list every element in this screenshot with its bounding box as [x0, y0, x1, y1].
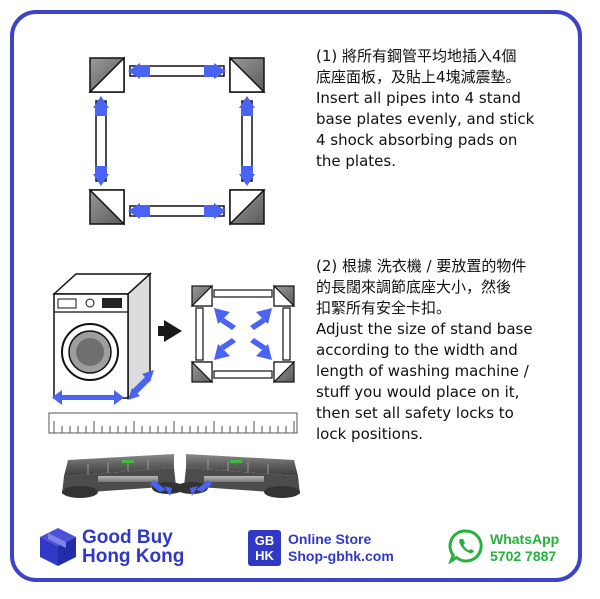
ruler-illustration [48, 412, 298, 434]
brand-name-line-1: Good Buy [82, 527, 173, 548]
step-1-line: 4 shock absorbing pads on [316, 131, 518, 149]
badge-top-text: GB [254, 533, 275, 548]
step-2-line: stuff you would place on it, [316, 383, 520, 401]
gbhk-box-logo-icon [40, 528, 76, 566]
washing-machine-illustration [52, 272, 154, 405]
step-2-line: length of washing machine / [316, 362, 529, 380]
right-arrow-icon [164, 320, 182, 342]
brand-name-line-2: Hong Kong [82, 546, 185, 567]
whatsapp-label: WhatsApp [490, 531, 560, 547]
whatsapp-icon[interactable] [448, 528, 484, 564]
step-2-line: according to the width and [316, 341, 518, 359]
step-2-line: 的長闊來調節底座大小，然後 [316, 278, 512, 296]
right-arrow-shaft [158, 326, 166, 336]
step-1-instructions: (1) 將所有鋼管平均地插入4個 底座面板，及貼上4塊減震墊。 Insert a… [316, 46, 534, 172]
badge-bottom-text: HK [255, 548, 274, 563]
gbhk-badge-icon: GB HK [248, 530, 281, 566]
step-2-line: then set all safety locks to [316, 404, 514, 422]
step-1-line: Insert all pipes into 4 stand [316, 89, 521, 107]
step-1-line: the plates. [316, 152, 396, 170]
assembly-diagram-square [88, 56, 266, 226]
step-2-instructions: (2) 根據 洗衣機 / 要放置的物件 的長闊來調節底座大小，然後 扣緊所有安全… [316, 256, 533, 445]
whatsapp-number[interactable]: 5702 7887 [490, 548, 557, 564]
step-2-line: (2) 根據 洗衣機 / 要放置的物件 [316, 257, 527, 275]
step-2-line: Adjust the size of stand base [316, 320, 533, 338]
step-1-line: (1) 將所有鋼管平均地插入4個 [316, 47, 517, 65]
stand-base-product-photo [62, 454, 300, 498]
step-1-line: 底座面板，及貼上4塊減震墊。 [316, 68, 521, 86]
online-store-label: Online Store [288, 531, 372, 547]
online-store-link[interactable]: Shop-gbhk.com [288, 548, 394, 564]
step-1-line: base plates evenly, and stick [316, 110, 535, 128]
adjust-diagram-square [190, 284, 296, 384]
step-2-line: lock positions. [316, 425, 424, 443]
step-2-line: 扣緊所有安全卡扣。 [316, 299, 452, 317]
